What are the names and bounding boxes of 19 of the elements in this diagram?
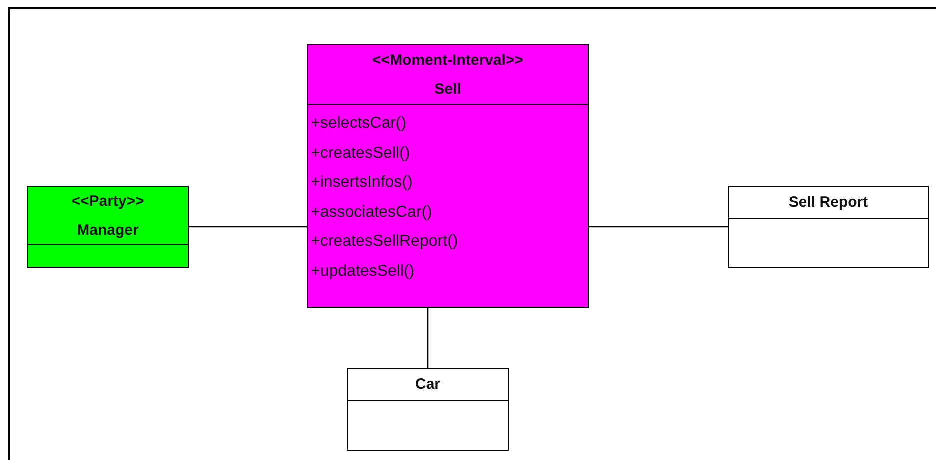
method-name: +selectsCar() bbox=[310, 114, 408, 134]
method-name: +updatesSell() bbox=[310, 262, 416, 282]
class-box bbox=[27, 186, 189, 268]
association-line bbox=[589, 226, 728, 228]
class-name: Car bbox=[415, 375, 440, 395]
class-name: Manager bbox=[77, 220, 139, 240]
class-name: Sell Report bbox=[788, 193, 868, 213]
class-box bbox=[307, 44, 589, 308]
method-name: +createsSell() bbox=[310, 144, 412, 164]
class-box bbox=[347, 368, 509, 451]
association-line bbox=[189, 226, 307, 228]
stereotype: <<Moment-Interval>> bbox=[372, 50, 524, 70]
stereotype: <<Party>> bbox=[72, 192, 144, 212]
method-name: +associatesCar() bbox=[310, 202, 434, 222]
method-name: +createsSellReport() bbox=[310, 232, 460, 252]
class-box bbox=[728, 186, 929, 268]
association-line bbox=[427, 308, 429, 368]
class-name: Sell bbox=[434, 80, 462, 100]
method-name: +insertsInfos() bbox=[310, 173, 414, 193]
